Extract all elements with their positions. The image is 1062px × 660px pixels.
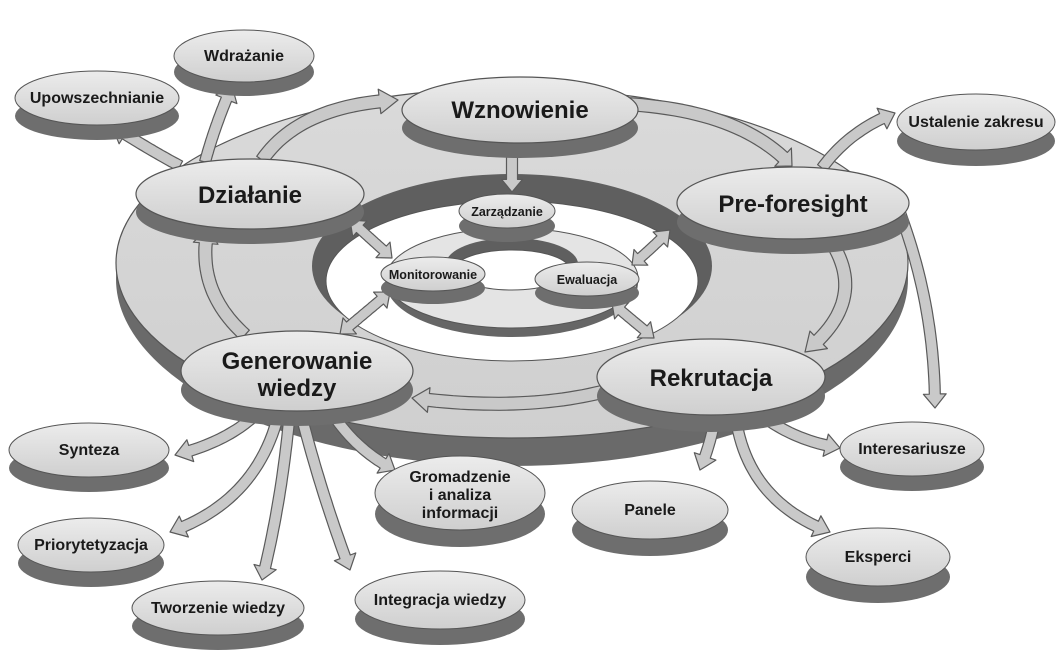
node-panels: Panele <box>571 480 729 556</box>
node-knowledge-creation: Tworzenie wiedzy <box>131 580 305 650</box>
node-dissemination: Upowszechnianie <box>14 70 180 140</box>
node-information-gathering: Gromadzenie i analiza informacji <box>374 455 546 547</box>
node-knowledge-creation-label: Tworzenie wiedzy <box>151 600 285 617</box>
node-dissemination-label: Upowszechnianie <box>30 90 164 107</box>
arrow-generation-to-integration <box>294 408 357 571</box>
node-prioritization-label: Priorytetyzacja <box>34 537 148 554</box>
arrow-generation-to-gathering <box>324 406 396 474</box>
node-management-label: Zarządzanie <box>471 205 543 219</box>
arrow-generation-to-creation <box>253 408 297 581</box>
node-information-gathering-label-3: informacji <box>422 505 498 522</box>
node-renewal-label: Wznowienie <box>451 97 588 124</box>
node-synthesis-label: Synteza <box>59 442 120 459</box>
node-scope: Ustalenie zakresu <box>896 93 1056 166</box>
arrow-pre-foresight-to-recruitment <box>804 235 853 353</box>
node-stakeholders: Interesariusze <box>839 421 985 491</box>
node-knowledge-integration-label: Integracja wiedzy <box>374 592 507 609</box>
node-implementation: Wdrażanie <box>173 29 315 96</box>
node-prioritization: Priorytetyzacja <box>17 517 165 587</box>
arrow-evaluation-recruitment <box>611 302 655 339</box>
node-renewal: Wznowienie <box>401 76 639 158</box>
node-knowledge-integration: Integracja wiedzy <box>354 570 526 645</box>
node-experts: Eksperci <box>805 527 951 603</box>
node-implementation-label: Wdrażanie <box>204 48 284 65</box>
node-evaluation: Ewaluacja <box>534 261 640 309</box>
node-knowledge-generation: Generowanie wiedzy <box>180 330 414 426</box>
node-action: Działanie <box>135 158 365 244</box>
node-pre-foresight: Pre-foresight <box>676 166 910 254</box>
arrow-preforesight-to-stakeholders <box>889 197 947 409</box>
arrow-preforesight-to-scope <box>816 107 896 172</box>
arrow-monitoring-generation <box>339 291 391 335</box>
node-monitoring: Monitorowanie <box>380 256 486 304</box>
node-management: Zarządzanie <box>458 193 556 242</box>
node-synthesis: Synteza <box>8 422 170 492</box>
node-pre-foresight-label: Pre-foresight <box>718 191 867 218</box>
node-action-label: Działanie <box>198 182 302 209</box>
arrow-renewal-to-pre-foresight <box>624 96 793 167</box>
node-monitoring-label: Monitorowanie <box>389 268 477 282</box>
arrow-action-monitoring <box>349 219 393 259</box>
arrow-action-to-renewal <box>256 88 399 165</box>
node-experts-label: Eksperci <box>845 549 912 566</box>
arrow-recruitment-to-generation <box>411 385 605 413</box>
nodes-layer: Zarządzanie Monitorowanie Ewaluacja Wzno… <box>8 29 1056 650</box>
node-evaluation-label: Ewaluacja <box>557 273 618 287</box>
node-panels-label: Panele <box>624 502 676 519</box>
node-recruitment-label: Rekrutacja <box>650 365 773 392</box>
node-knowledge-generation-label-2: wiedzy <box>257 375 337 402</box>
node-scope-label: Ustalenie zakresu <box>908 114 1043 131</box>
arrow-generation-to-prioritization <box>169 406 286 538</box>
arrow-evaluation-preforesight <box>631 229 671 266</box>
node-knowledge-generation-label-1: Generowanie <box>222 348 373 375</box>
node-stakeholders-label: Interesariusze <box>858 441 966 458</box>
node-recruitment: Rekrutacja <box>596 338 826 432</box>
node-information-gathering-label-2: i analiza <box>429 487 491 504</box>
node-information-gathering-label-1: Gromadzenie <box>409 469 510 486</box>
